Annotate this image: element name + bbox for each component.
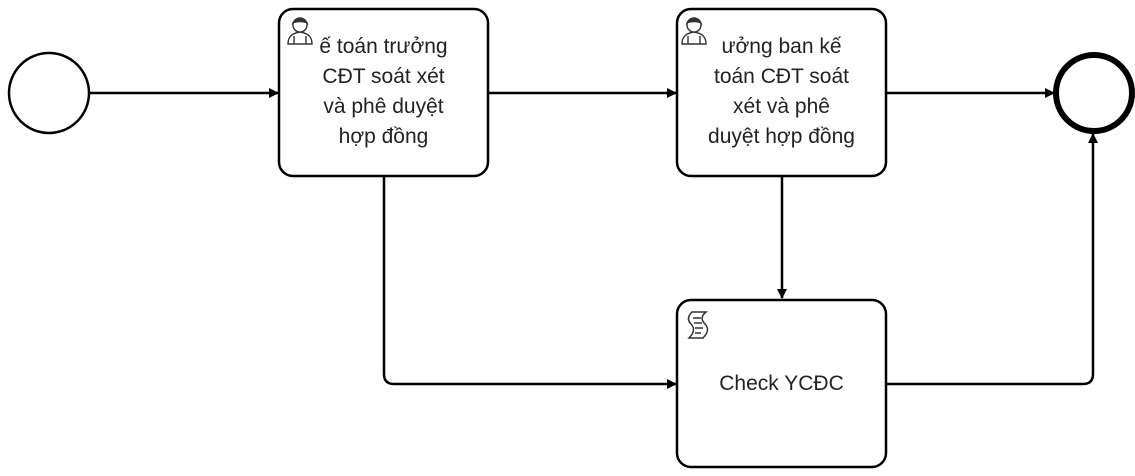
task-3-box[interactable]	[675, 298, 888, 469]
task-2-label: ưởng ban kế toán CĐT soát xét và phê duy…	[708, 35, 855, 148]
end-event[interactable]	[1053, 52, 1135, 134]
flow-task1-to-task3[interactable]	[382, 176, 677, 389]
user-icon	[681, 17, 707, 45]
script-icon	[687, 311, 709, 339]
task-2-box[interactable]	[675, 7, 888, 178]
flow-task3-to-end[interactable]	[886, 133, 1098, 386]
task-1-label: ế toán trưởng CĐT soát xét và phê duyệt …	[319, 35, 448, 148]
task-1-box[interactable]	[277, 7, 490, 178]
task-3-label: Check YCĐC	[719, 372, 844, 395]
user-icon	[287, 17, 313, 45]
start-event[interactable]	[7, 51, 91, 135]
